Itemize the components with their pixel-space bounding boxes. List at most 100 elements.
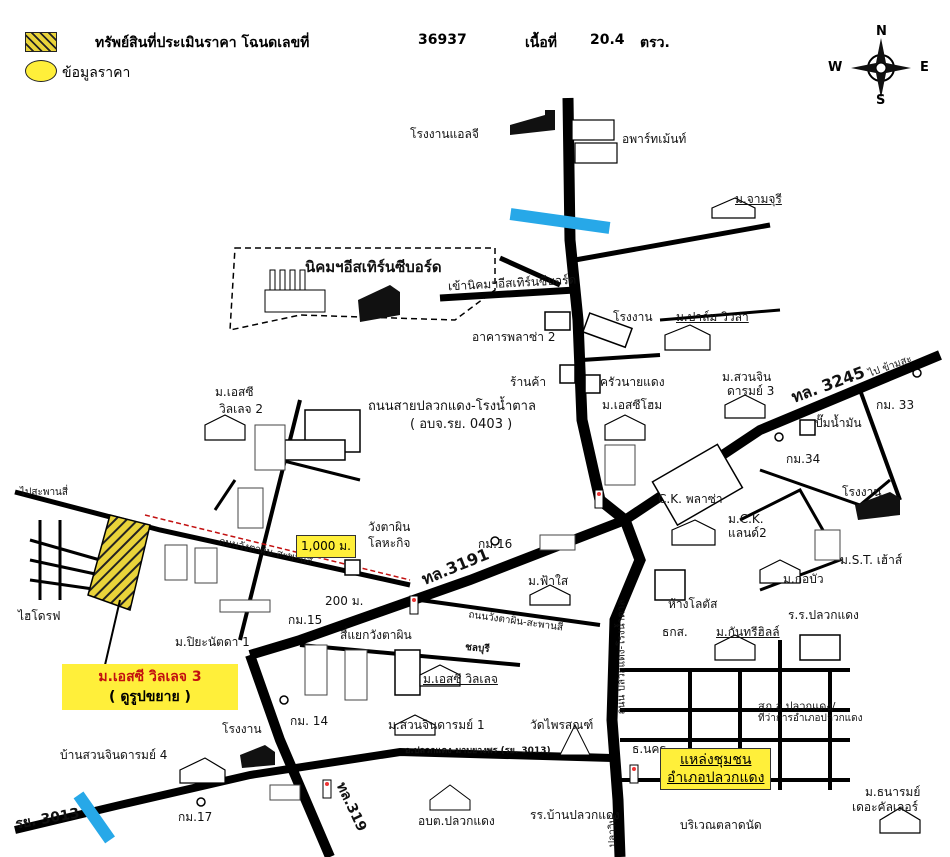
place-st-house: ม.S.T. เฮ้าส์ <box>840 553 903 567</box>
place-wangtapin-b: โลหะกิจ <box>368 536 411 550</box>
traffic-light-icon <box>322 779 332 799</box>
distance-1000: 1,000 ม. <box>296 535 356 558</box>
place-police: สภ.อ.ปลวกแดง/ <box>758 700 836 713</box>
place-sc2-a: ม.เอสซี <box>215 385 254 399</box>
traffic-light-icon <box>594 489 604 509</box>
community-line1: แหล่งชุมชน <box>679 752 752 768</box>
road-plaeng-nam: ถนน ปลวกแดง-โรงน้ำตาล <box>616 599 628 715</box>
km-marker-icon <box>490 536 500 546</box>
place-kantree: ม.กันทรีฮิลล์ <box>716 625 780 639</box>
distance-200: 200 ม. <box>325 594 364 608</box>
km-marker-icon <box>196 797 206 807</box>
area-unit: ตรว. <box>640 35 670 51</box>
place-plaeng-sign: ไฮโดรฟ <box>18 609 61 623</box>
house-icon-jamjuree <box>711 197 756 219</box>
place-ck-land-a: ม.C.K. <box>728 512 764 526</box>
place-thanarom-b: เดอะคัลเลอร์ <box>852 800 919 814</box>
place-bks: ธกส. <box>662 625 688 639</box>
place-bank: ธ.นคร <box>632 742 666 756</box>
place-sc2-b: วิลเลจ 2 <box>219 402 264 416</box>
place-factory-1: โรงงาน <box>613 310 653 324</box>
place-km17: กม.17 <box>178 810 213 824</box>
place-market: บริเวณตลาดนัด <box>680 818 762 832</box>
place-km16: กม.16 <box>478 537 513 551</box>
place-shop: ร้านค้า <box>510 375 547 389</box>
place-wat-phraiset: วัดไพรสณฑ์ <box>530 718 594 732</box>
place-suanjin1: ม.สวนจินดารมย์ 1 <box>388 718 485 732</box>
km-marker-icon <box>912 368 922 378</box>
legend-property-label: ทรัพย์สินที่ประเมินราคา โฉนดเลขที่ <box>95 35 310 51</box>
compass-s: S <box>876 93 886 108</box>
place-plaza2: อาคารพลาซ่า 2 <box>472 330 556 344</box>
place-km33: กม. 33 <box>876 398 915 412</box>
place-ck-land-b: แลนด์2 <box>728 526 767 540</box>
legend-price-swatch <box>25 60 57 82</box>
legend-price-label: ข้อมูลราคา <box>62 65 131 81</box>
compass-icon <box>851 38 911 98</box>
road-plaeng-code: ( อบจ.รย. 0403 ) <box>410 417 513 432</box>
place-eastern-seaboard: นิคมฯอีสเทิร์นซีบอร์ด <box>305 258 442 276</box>
community-box: แหล่งชุมชน อำเภอปลวกแดง <box>660 748 772 790</box>
place-kobua: ม.กอบัว <box>783 572 824 586</box>
compass-e: E <box>920 60 929 75</box>
community-line2: อำเภอปลวกแดง <box>667 770 765 786</box>
legend-property-swatch <box>25 32 57 52</box>
road-jamjuree <box>574 222 771 263</box>
road-plaeng-mabyang: อ.ปลวกแดง-มาบยางพร (รย. 3013) <box>405 746 551 756</box>
factory-icon-3 <box>240 745 275 768</box>
house-icon-sc2 <box>204 414 246 441</box>
house-icon-kantree <box>714 634 756 661</box>
eastern-seaboard-outline <box>229 247 496 331</box>
subject-callout-title: ม.เอสซี วิลเลจ 3 <box>98 669 202 685</box>
place-suanjin4: บ้านสวนจินดารมย์ 4 <box>60 748 168 762</box>
place-suanjin3-a: ม.สวนจิน <box>722 370 772 384</box>
place-suanjin3-b: ดารมย์ 3 <box>727 384 775 398</box>
road-319 <box>245 653 335 857</box>
place-apartment: อพาร์ทเม้นท์ <box>622 132 687 146</box>
place-sc-home: ม.เอสซีโฮม <box>602 398 663 412</box>
place-jamjuree: ม.จามจุรี <box>735 192 782 206</box>
place-factory-2: โรงงาน <box>842 485 882 499</box>
house-icon-suanjin3 <box>724 394 766 419</box>
place-km34: กม.34 <box>786 452 821 466</box>
place-sc-village: ม.เอสซี วิลเลจ <box>423 672 498 686</box>
place-school: รร.บ้านปลวกแดง <box>530 808 620 822</box>
place-wangtapin-a: วังตาผิน <box>368 520 411 534</box>
place-wangtapin-junction: สี่แยกวังตาผิน <box>340 628 412 642</box>
compass-n: N <box>876 24 887 39</box>
place-km15: กม.15 <box>288 613 323 627</box>
place-obt: อบต.ปลวกแดง <box>418 814 495 828</box>
road-wangtapin-lower <box>419 598 601 627</box>
place-lotus: ห้างโลตัส <box>668 597 718 611</box>
road-west-dir: ไปสะพานสี่ <box>20 487 68 498</box>
temple-icon <box>559 723 591 756</box>
km-marker-icon <box>279 695 289 705</box>
deed-number: 36937 <box>418 32 467 48</box>
compass-w: W <box>828 60 843 75</box>
eastern-factory-icon <box>358 285 400 322</box>
place-palm-villa: ม.ปาล์ม วิวล่า <box>676 310 749 324</box>
place-thanarom-a: ม.ธนารมย์ <box>865 785 921 799</box>
subject-callout-subtitle[interactable]: ( ดูรูปขยาย ) <box>109 689 191 705</box>
distance-line <box>144 514 411 581</box>
place-district-office: ที่ว่าการอำเภอปลวกแดง <box>758 713 863 724</box>
area-label: เนื้อที่ <box>525 35 557 51</box>
road-chon-label: ชลบุรี <box>464 641 491 656</box>
house-icon-fasai <box>529 584 571 606</box>
house-icon-schome <box>604 414 646 441</box>
place-krua-nai-daeng: ครัวนายแดง <box>600 375 665 389</box>
house-icon-kobua <box>759 559 801 584</box>
traffic-light-icon <box>629 764 639 784</box>
house-icon-thanarom <box>879 807 921 834</box>
obt-icon <box>429 784 471 811</box>
subject-callout[interactable]: ม.เอสซี วิลเลจ 3 ( ดูรูปขยาย ) <box>62 664 238 710</box>
place-factory-3: โรงงาน <box>222 722 262 736</box>
place-km14: กม. 14 <box>290 714 329 728</box>
factory-icon-2 <box>855 492 900 520</box>
water-south <box>73 791 115 844</box>
road-eastern <box>439 286 576 302</box>
place-piyanat: ม.ปิยะนัตดา 1 <box>175 635 250 649</box>
house-icon-suanjin4 <box>179 757 226 784</box>
road-west <box>14 489 411 588</box>
place-gas-station: ปั๊มน้ำมัน <box>815 416 862 430</box>
